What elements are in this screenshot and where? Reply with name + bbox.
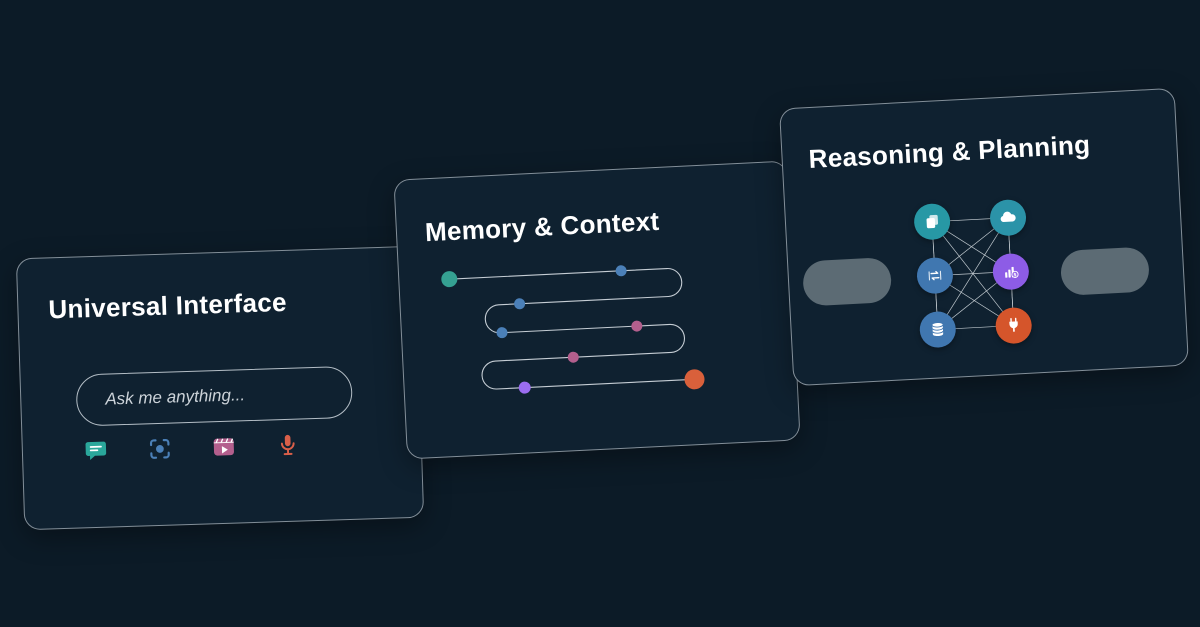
chat-message-icon[interactable] bbox=[83, 438, 110, 465]
plug-icon bbox=[1009, 317, 1018, 332]
timeline-dot bbox=[615, 265, 627, 277]
analytics-node[interactable]: $ bbox=[991, 252, 1030, 291]
input-mode-icons bbox=[83, 429, 392, 465]
cloud-icon bbox=[1000, 211, 1016, 222]
left-connector-pill bbox=[803, 258, 892, 306]
sync-node[interactable] bbox=[916, 256, 954, 295]
card-reasoning-planning: Reasoning & Planning bbox=[778, 87, 1190, 387]
database-icon bbox=[931, 323, 944, 337]
sync-arrows-icon bbox=[928, 270, 942, 281]
timeline-dot bbox=[514, 298, 526, 310]
documents-node[interactable] bbox=[913, 202, 952, 241]
timeline-start-dot bbox=[441, 271, 458, 288]
svg-text:$: $ bbox=[1013, 272, 1017, 278]
timeline-dot bbox=[518, 381, 531, 394]
card-universal-interface: Universal Interface Ask me anything... bbox=[15, 245, 425, 531]
chart-dollar-icon: $ bbox=[1005, 266, 1019, 278]
screenshot-capture-icon[interactable] bbox=[146, 436, 173, 463]
memory-timeline-graphic bbox=[441, 265, 705, 394]
timeline-dot bbox=[567, 351, 579, 363]
ask-input-placeholder: Ask me anything... bbox=[104, 385, 246, 409]
ask-me-anything-input[interactable]: Ask me anything... bbox=[75, 365, 354, 427]
card-memory-context: Memory & Context bbox=[393, 160, 801, 460]
timeline-dot bbox=[631, 320, 643, 332]
memory-context-title: Memory & Context bbox=[424, 205, 660, 248]
copy-icon bbox=[926, 214, 939, 229]
plug-node[interactable] bbox=[994, 306, 1033, 345]
reasoning-network-graphic bbox=[803, 217, 1149, 330]
timeline-end-dot bbox=[684, 369, 705, 390]
right-connector-pill bbox=[1060, 247, 1149, 295]
timeline-dot bbox=[496, 327, 508, 339]
database-node[interactable] bbox=[918, 310, 957, 349]
microphone-icon[interactable] bbox=[274, 431, 301, 458]
cloud-node[interactable] bbox=[989, 198, 1027, 237]
video-clip-icon[interactable] bbox=[210, 434, 237, 461]
universal-interface-title: Universal Interface bbox=[47, 286, 288, 325]
